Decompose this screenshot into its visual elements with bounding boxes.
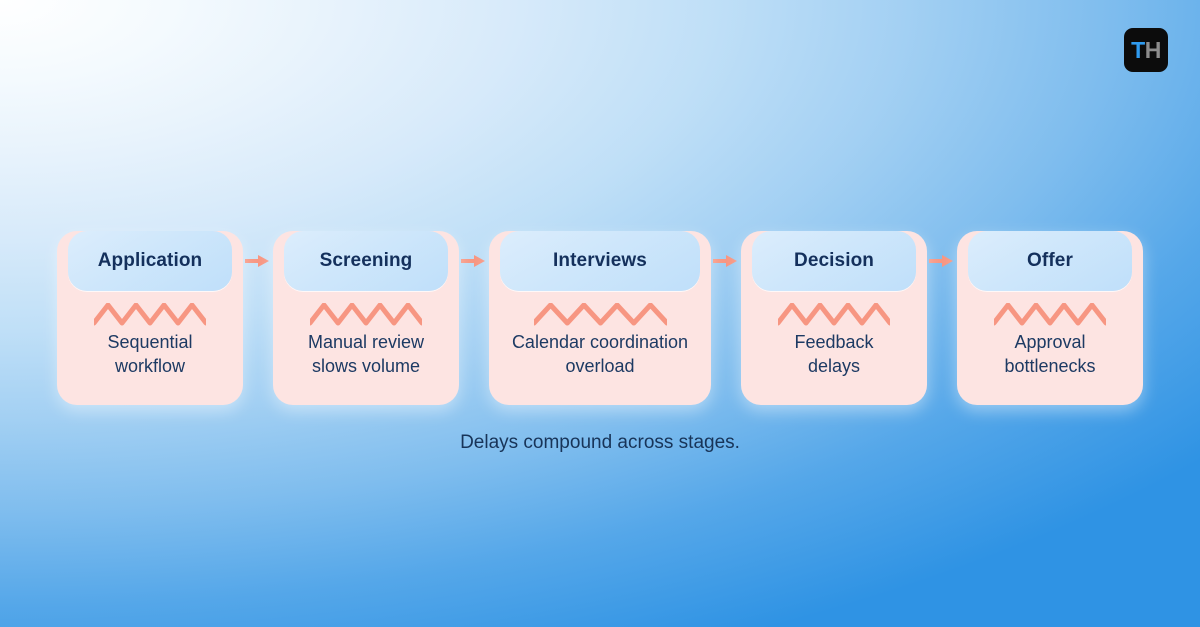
arrow-right-icon: [929, 255, 953, 267]
zigzag-icon: [778, 303, 890, 326]
zigzag-icon: [533, 303, 667, 326]
stage-header: Application: [68, 231, 232, 291]
zigzag-icon: [994, 303, 1106, 326]
stage-description: Feedback delays: [794, 332, 874, 376]
stage-description: Calendar coordination overload: [511, 332, 689, 376]
zigzag-icon: [310, 303, 422, 326]
stage-description: Sequential workflow: [107, 332, 193, 376]
arrow-right-icon: [245, 255, 269, 267]
stage-title: Offer: [1027, 250, 1073, 271]
stage-header: Decision: [752, 231, 916, 291]
flow-connector: [711, 231, 741, 291]
stage-title: Screening: [319, 250, 413, 271]
stage-description: Manual review slows volume: [307, 332, 425, 376]
arrow-right-icon: [461, 255, 485, 267]
stage-description: Approval bottlenecks: [1004, 332, 1096, 376]
stage-title: Application: [97, 250, 203, 271]
zigzag-icon: [94, 303, 206, 326]
arrow-right-icon: [713, 255, 737, 267]
flow-connector: [243, 231, 273, 291]
flow-connector: [927, 231, 957, 291]
flow-connector: [459, 231, 489, 291]
stage-header: Interviews: [500, 231, 700, 291]
stage-header: Screening: [284, 231, 448, 291]
stage-header: Offer: [968, 231, 1132, 291]
logo-letter-h: H: [1144, 36, 1162, 63]
stage-title: Interviews: [553, 250, 647, 271]
logo-letter-t: T: [1131, 36, 1145, 63]
stage-title: Decision: [794, 250, 874, 271]
diagram-caption: Delays compound across stages.: [460, 432, 740, 453]
